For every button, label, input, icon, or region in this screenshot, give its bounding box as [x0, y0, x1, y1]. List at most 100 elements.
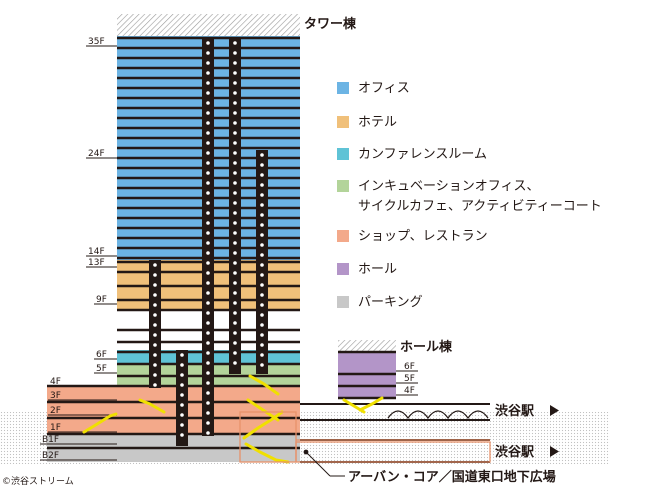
elevator-dot [206, 421, 210, 425]
legend-swatch [337, 148, 349, 160]
station-arrow-lower [550, 446, 559, 457]
elevator-dot [180, 353, 184, 357]
elevator-dot [260, 193, 264, 197]
plaza-leader-line [305, 451, 331, 477]
elevator-dot [260, 173, 264, 177]
plaza-label: アーバン・コア／国道東口地下広場 [348, 469, 556, 485]
floor-label: 6F [96, 350, 107, 360]
floor-label: 5F [96, 364, 107, 374]
elevator-dot [260, 253, 264, 257]
elevator-dot [233, 171, 237, 175]
elevator-dot [233, 341, 237, 345]
elevator-dot [206, 131, 210, 135]
elevator-dot [233, 71, 237, 75]
legend-label: パーキング [358, 295, 423, 310]
elevator-dot [206, 71, 210, 75]
hall-floor-label: 4F [404, 386, 415, 396]
elevator-dot [233, 321, 237, 325]
hall-slabs [338, 350, 396, 400]
elevator-dot [206, 91, 210, 95]
elevator-dot [206, 81, 210, 85]
elevator-dot [206, 411, 210, 415]
legend-swatch [337, 263, 349, 275]
elevator-dot [260, 283, 264, 287]
station-arrow-upper [550, 405, 559, 416]
elevator-dot [233, 121, 237, 125]
legend-label: ホテル [358, 115, 397, 130]
station-label-lower: 渋谷駅 [495, 444, 535, 460]
hall-floor-labels: 6F 5F 4F [396, 362, 418, 396]
elevator-dot [153, 383, 157, 387]
elevator-dot [206, 241, 210, 245]
elevator-dot [233, 201, 237, 205]
elevator-dot [206, 141, 210, 145]
legend-label: ショップ、レストラン [358, 229, 488, 244]
legend-label: インキュベーションオフィス、 [358, 179, 539, 194]
elevator-dot [260, 213, 264, 217]
elevator-dot [260, 353, 264, 357]
hall-floor-label: 6F [404, 362, 415, 372]
elevator-dot [233, 61, 237, 65]
elevator-dot [206, 271, 210, 275]
elevator-dot [233, 331, 237, 335]
hall-floor-label: 5F [404, 374, 415, 384]
elevator-dot [233, 41, 237, 45]
escalator [242, 410, 284, 440]
elevator-dot [206, 301, 210, 305]
escalator [358, 396, 384, 412]
elevator-dot [260, 153, 264, 157]
elevator-dot [206, 211, 210, 215]
elevator-dot [233, 151, 237, 155]
elevator-dot [260, 303, 264, 307]
elevator-dot [233, 221, 237, 225]
elevator-dot [260, 183, 264, 187]
escalators [82, 374, 384, 464]
floor-label: 14F [88, 247, 105, 257]
floor-label: 13F [88, 258, 105, 268]
elevator-dot [180, 363, 184, 367]
escalator [138, 398, 166, 414]
elevator-dot [206, 151, 210, 155]
elevator-dot [206, 51, 210, 55]
elevator-dot [206, 161, 210, 165]
elevator-dot [206, 251, 210, 255]
elevator-dot [206, 331, 210, 335]
elevator-dot [180, 433, 184, 437]
legend-label-line2: サイクルカフェ、アクティビティーコート [358, 199, 602, 214]
core-shaft [229, 38, 241, 374]
elevator-dot [153, 283, 157, 287]
legend-swatch [337, 180, 349, 192]
elevator-dot [153, 363, 157, 367]
elevator-dot [260, 203, 264, 207]
elevator-dot [260, 363, 264, 367]
elevator-dot [233, 111, 237, 115]
elevator-dot [180, 383, 184, 387]
elevator-dot [233, 291, 237, 295]
elevator-dot [233, 141, 237, 145]
legend-label: オフィス [358, 81, 410, 96]
legend: オフィスホテルカンファレンスルームインキュベーションオフィス、サイクルカフェ、ア… [337, 81, 602, 310]
floor-label: 2F [50, 406, 61, 416]
elevator-dot [206, 101, 210, 105]
floor-label: 3F [50, 391, 61, 401]
elevator-dot [233, 251, 237, 255]
elevator-dot [233, 281, 237, 285]
elevator-dot [260, 163, 264, 167]
elevator-dot [233, 91, 237, 95]
elevator-dot [233, 181, 237, 185]
elevator-dot [260, 313, 264, 317]
escalator [246, 398, 280, 422]
elevator-cores [149, 38, 268, 446]
floor-label: 9F [96, 295, 107, 305]
elevator-dot [233, 271, 237, 275]
floor-label: B2F [42, 451, 59, 461]
floor-label: 35F [88, 37, 105, 47]
elevator-dot [206, 391, 210, 395]
elevator-dot [206, 361, 210, 365]
elevator-dot [233, 311, 237, 315]
elevator-dot [206, 321, 210, 325]
elevator-dot [233, 81, 237, 85]
elevator-dot [233, 161, 237, 165]
escalator [244, 442, 290, 464]
